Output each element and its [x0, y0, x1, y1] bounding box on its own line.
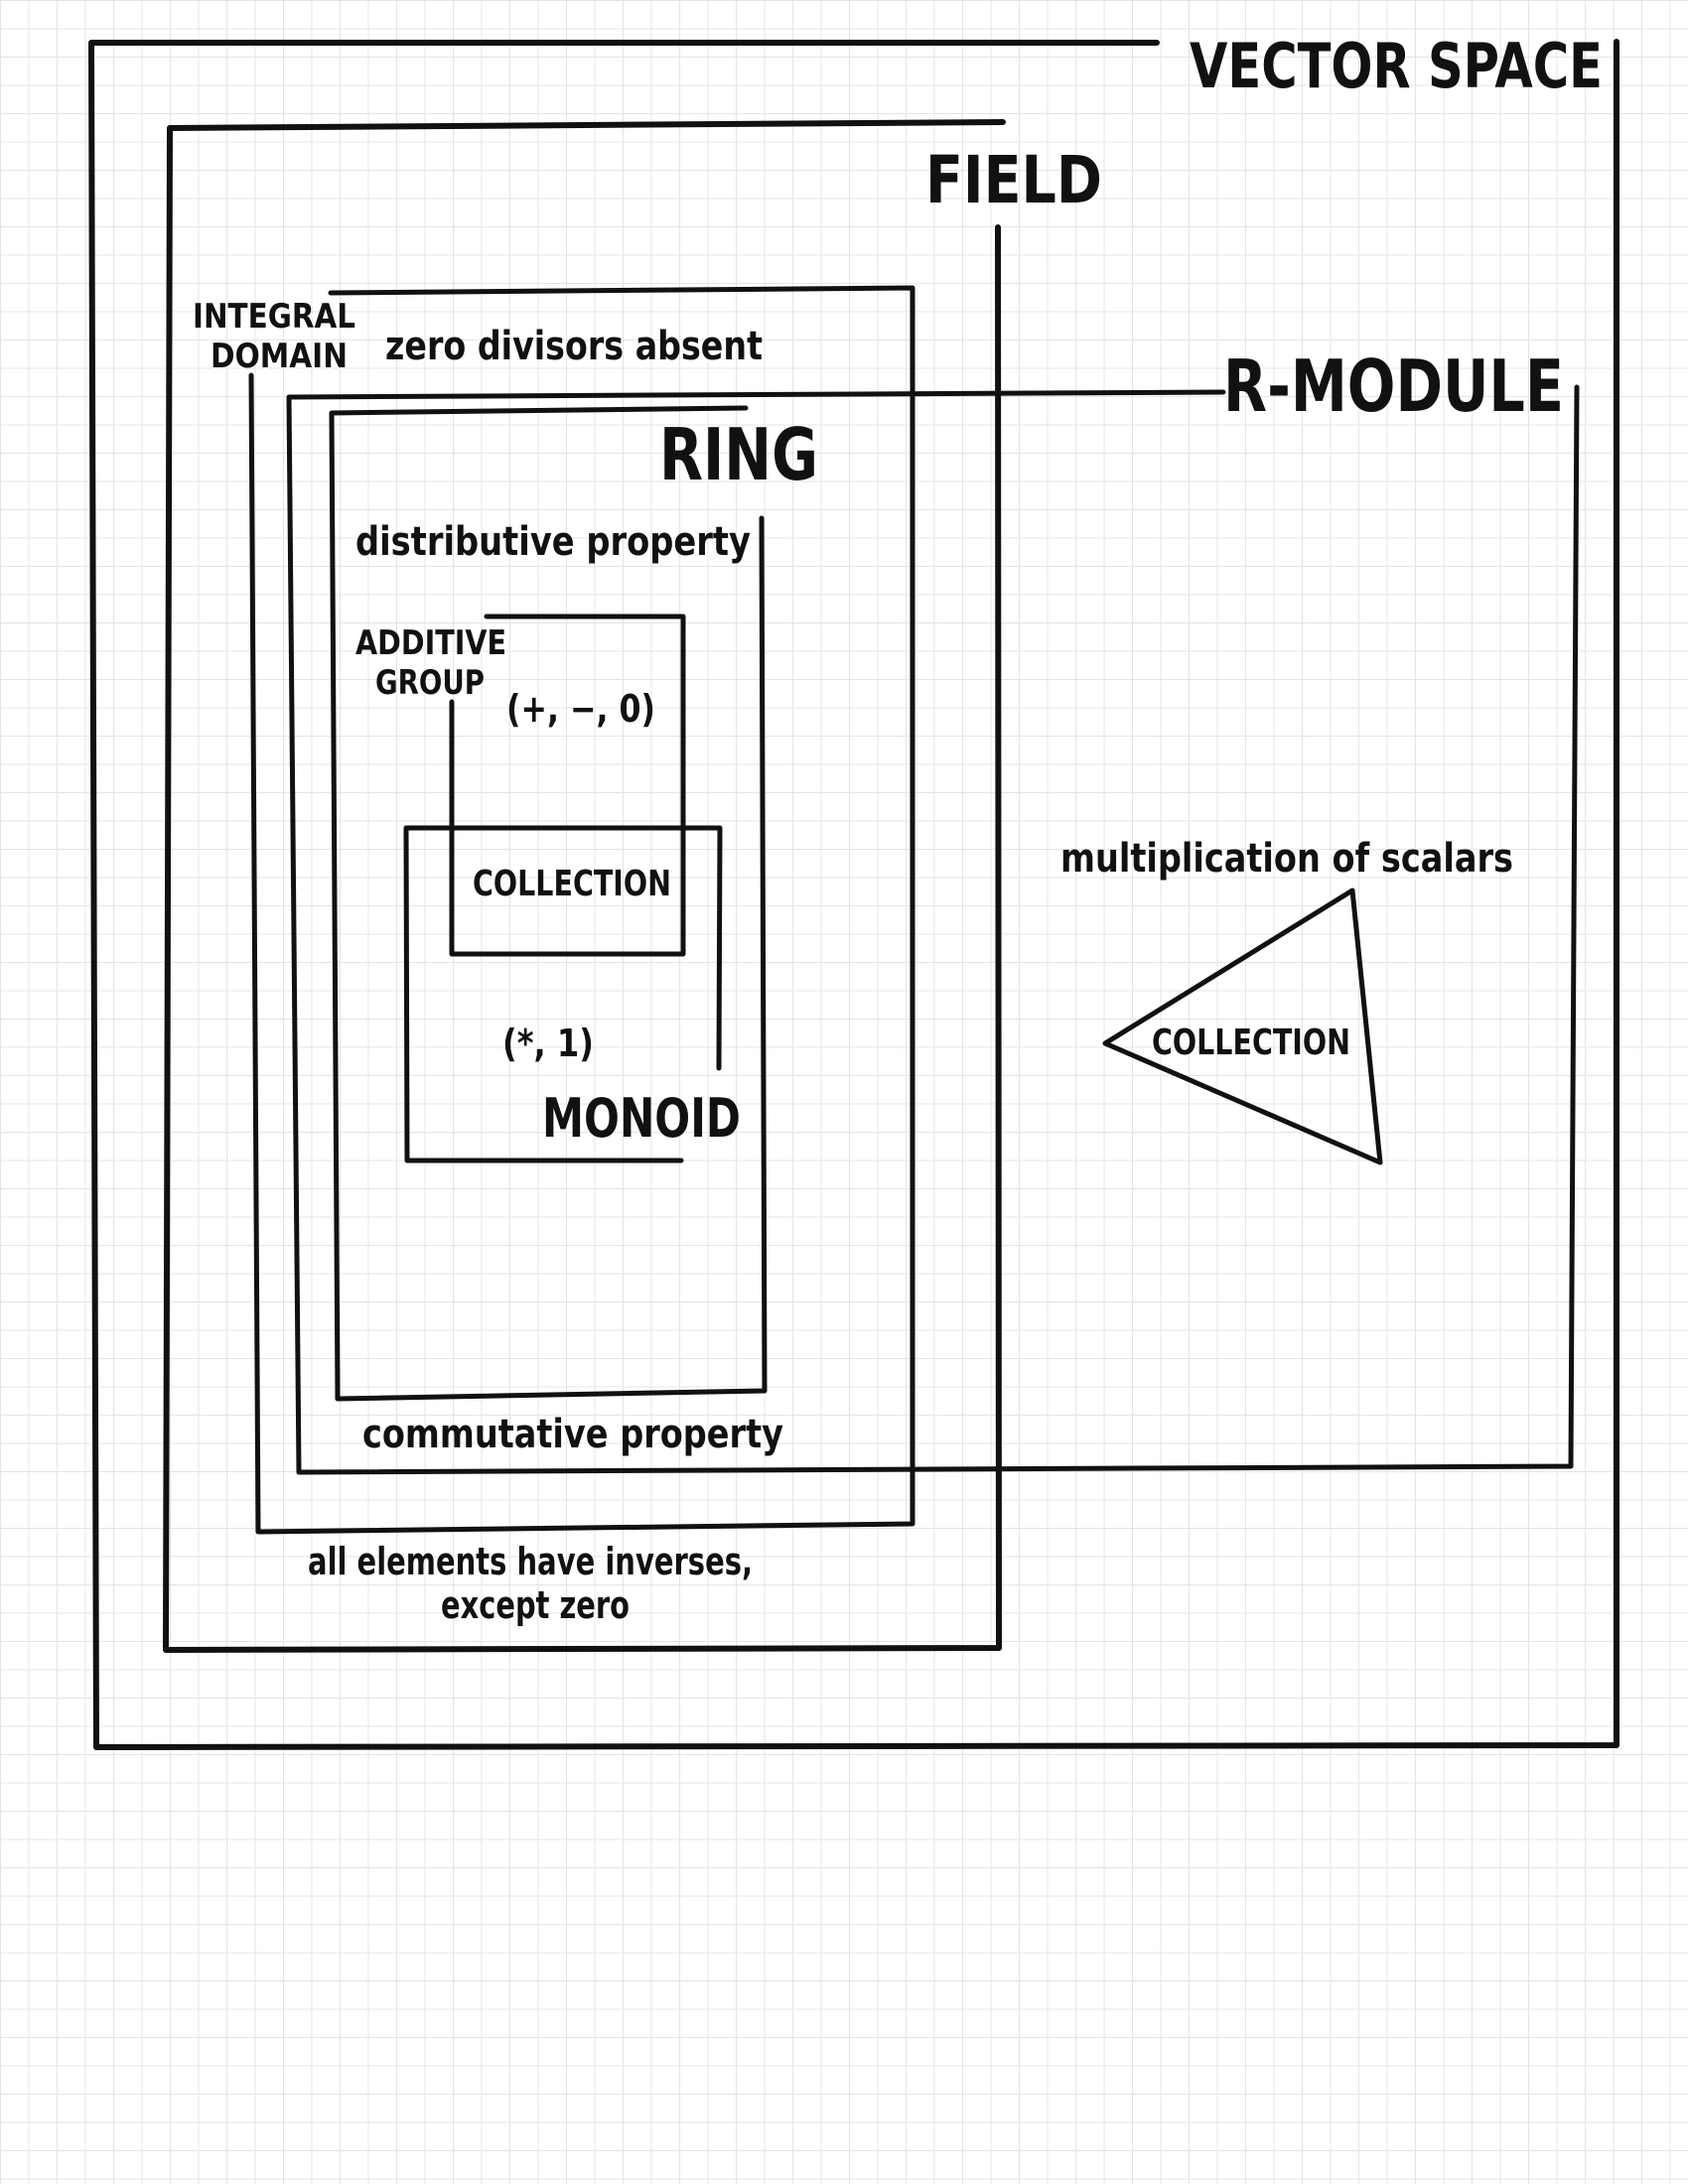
integral-domain-label-line2: DOMAIN: [211, 337, 348, 376]
r-module-label: R-MODULE: [1223, 344, 1564, 428]
integral-domain-label-line1: INTEGRAL: [193, 297, 355, 337]
additive-operations-label: (+, −, 0): [506, 687, 655, 731]
ring-label: RING: [659, 413, 818, 496]
vector-space-label: VECTOR SPACE: [1190, 30, 1603, 102]
scalar-collection-triangle: [1102, 887, 1383, 1165]
commutative-property-label: commutative property: [362, 1412, 783, 1457]
ring-box: [329, 405, 768, 1402]
monoid-box: [403, 825, 723, 1163]
distributive-property-label: distributive property: [355, 519, 751, 565]
inverses-label-line2: except zero: [441, 1583, 630, 1627]
triangle-collection-label: COLLECTION: [1152, 1023, 1350, 1063]
vector-space-box: [88, 39, 1619, 1750]
field-box: [163, 119, 1006, 1653]
collection-label: COLLECTION: [473, 864, 671, 904]
monoid-label: MONOID: [542, 1087, 741, 1150]
field-label: FIELD: [925, 142, 1102, 218]
additive-group-box: [449, 614, 686, 957]
monoid-operations-label: (*, 1): [502, 1022, 594, 1065]
multiplication-of-scalars-label: multiplication of scalars: [1060, 836, 1513, 882]
r-module-box: [286, 384, 1580, 1475]
inverses-label-line1: all elements have inverses,: [308, 1540, 753, 1583]
additive-group-label-line1: ADDITIVE: [355, 623, 506, 663]
zero-divisors-label: zero divisors absent: [385, 324, 763, 369]
integral-domain-box: [248, 285, 915, 1535]
additive-group-label-line2: GROUP: [375, 663, 485, 703]
